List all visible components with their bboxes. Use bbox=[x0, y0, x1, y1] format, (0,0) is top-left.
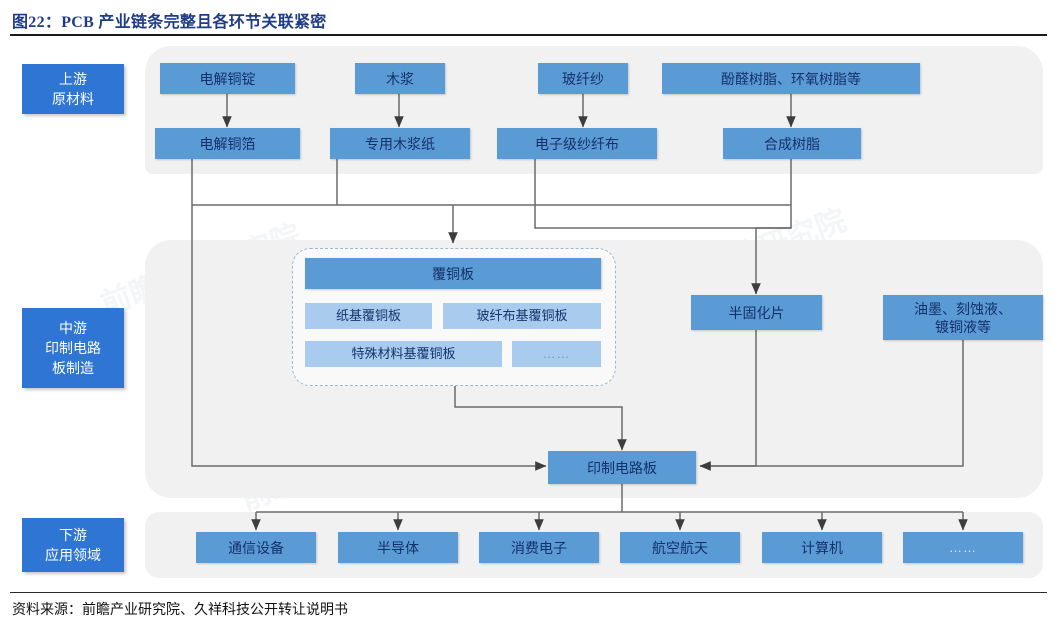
node-special-ccl[interactable]: 特殊材料基覆铜板 bbox=[305, 341, 502, 367]
chemicals-line2: 镀铜液等 bbox=[935, 318, 991, 335]
stage-upstream-line2: 原材料 bbox=[52, 91, 94, 107]
source-divider bbox=[10, 592, 1047, 593]
node-chemicals[interactable]: 油墨、刻蚀液、 镀铜液等 bbox=[883, 295, 1043, 340]
node-ccl[interactable]: 覆铜板 bbox=[305, 258, 601, 289]
node-glass-yarn[interactable]: 玻纤纱 bbox=[538, 63, 628, 94]
node-copper-ingot[interactable]: 电解铜锭 bbox=[160, 63, 295, 94]
node-more[interactable]: …… bbox=[903, 532, 1023, 563]
node-glass-ccl[interactable]: 玻纤布基覆铜板 bbox=[443, 303, 601, 329]
stage-downstream-line2: 应用领域 bbox=[45, 547, 101, 563]
chemicals-line1: 油墨、刻蚀液、 bbox=[914, 300, 1012, 317]
node-consumer[interactable]: 消费电子 bbox=[479, 532, 599, 563]
node-copper-foil[interactable]: 电解铜箔 bbox=[155, 128, 300, 159]
node-ccl-more[interactable]: …… bbox=[512, 341, 601, 367]
stage-midstream-line3: 板制造 bbox=[52, 360, 94, 376]
node-semiconductor[interactable]: 半导体 bbox=[338, 532, 458, 563]
stage-label-midstream: 中游 印制电路 板制造 bbox=[22, 308, 124, 388]
stage-downstream-line1: 下游 bbox=[59, 527, 87, 543]
title-divider bbox=[10, 34, 1047, 36]
node-electronic-cloth[interactable]: 电子级纱纤布 bbox=[497, 128, 657, 159]
node-resins[interactable]: 酚醛树脂、环氧树脂等 bbox=[662, 63, 920, 94]
node-aerospace[interactable]: 航空航天 bbox=[620, 532, 740, 563]
stage-midstream-line1: 中游 bbox=[59, 320, 87, 336]
stage-midstream-line2: 印制电路 bbox=[45, 340, 101, 356]
page-title: 图22：PCB 产业链条完整且各环节关联紧密 bbox=[12, 14, 327, 31]
node-paper-ccl[interactable]: 纸基覆铜板 bbox=[305, 303, 432, 329]
node-special-pulp-paper[interactable]: 专用木浆纸 bbox=[330, 128, 470, 159]
stage-upstream-line1: 上游 bbox=[59, 71, 87, 87]
node-communication[interactable]: 通信设备 bbox=[196, 532, 316, 563]
node-prepreg[interactable]: 半固化片 bbox=[691, 295, 822, 330]
stage-label-upstream: 上游 原材料 bbox=[22, 64, 124, 114]
node-computer[interactable]: 计算机 bbox=[762, 532, 882, 563]
node-synthetic-resin[interactable]: 合成树脂 bbox=[723, 128, 861, 159]
node-wood-pulp[interactable]: 木浆 bbox=[355, 63, 445, 94]
source-note: 资料来源：前瞻产业研究院、久祥科技公开转让说明书 bbox=[12, 603, 348, 618]
node-pcb[interactable]: 印制电路板 bbox=[548, 451, 696, 484]
stage-label-downstream: 下游 应用领域 bbox=[22, 518, 124, 572]
